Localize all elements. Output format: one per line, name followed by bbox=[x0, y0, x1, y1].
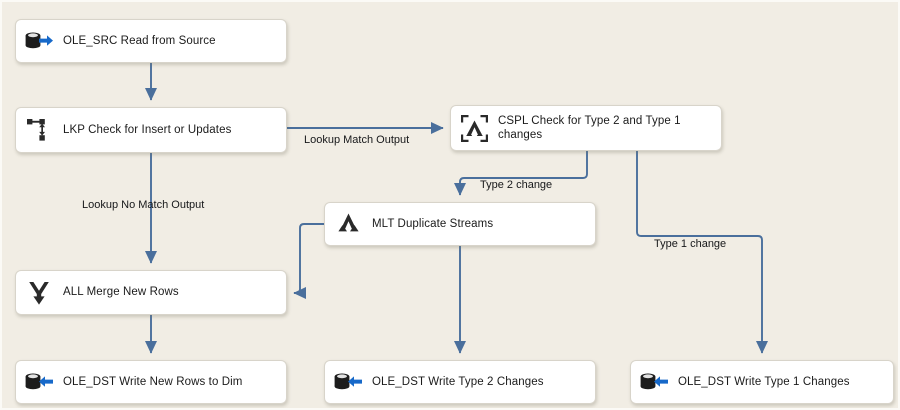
node-lkp[interactable]: LKP Check for Insert or Updates bbox=[15, 107, 287, 153]
node-label: OLE_DST Write New Rows to Dim bbox=[63, 375, 243, 388]
edge-label-lookup-no-match: Lookup No Match Output bbox=[82, 199, 205, 211]
node-cspl[interactable]: CSPL Check for Type 2 and Type 1 changes bbox=[450, 105, 722, 151]
ole-db-destination-icon bbox=[24, 367, 54, 397]
node-label: LKP Check for Insert or Updates bbox=[63, 123, 232, 136]
node-ole-src[interactable]: OLE_SRC Read from Source bbox=[15, 19, 287, 63]
edge-label-lookup-match: Lookup Match Output bbox=[304, 134, 410, 146]
node-label: OLE_DST Write Type 2 Changes bbox=[372, 375, 544, 388]
node-dst-type1[interactable]: OLE_DST Write Type 1 Changes bbox=[630, 360, 894, 404]
multicast-icon bbox=[333, 209, 363, 239]
edge-label-type-2-change: Type 2 change bbox=[480, 179, 553, 191]
node-all[interactable]: ALL Merge New Rows bbox=[15, 270, 287, 315]
edge-cspl-to-dst-type1 bbox=[636, 151, 769, 354]
node-label: OLE_DST Write Type 1 Changes bbox=[678, 375, 850, 388]
node-label: ALL Merge New Rows bbox=[63, 286, 179, 299]
ole-db-destination-icon bbox=[333, 367, 363, 397]
conditional-split-icon bbox=[459, 113, 489, 143]
node-label: OLE_SRC Read from Source bbox=[63, 34, 216, 47]
ole-db-source-icon bbox=[24, 26, 54, 56]
edge-mlt-to-all bbox=[293, 223, 324, 300]
union-all-icon bbox=[24, 278, 54, 308]
lookup-icon bbox=[24, 115, 54, 145]
node-label: CSPL Check for Type 2 and Type 1 changes bbox=[498, 114, 681, 141]
node-mlt[interactable]: MLT Duplicate Streams bbox=[324, 202, 596, 246]
ole-db-destination-icon bbox=[639, 367, 669, 397]
node-dst-type2[interactable]: OLE_DST Write Type 2 Changes bbox=[324, 360, 596, 404]
node-dst-new[interactable]: OLE_DST Write New Rows to Dim bbox=[15, 360, 287, 404]
edge-label-type-1-change: Type 1 change bbox=[654, 238, 727, 250]
node-label: MLT Duplicate Streams bbox=[372, 217, 494, 230]
